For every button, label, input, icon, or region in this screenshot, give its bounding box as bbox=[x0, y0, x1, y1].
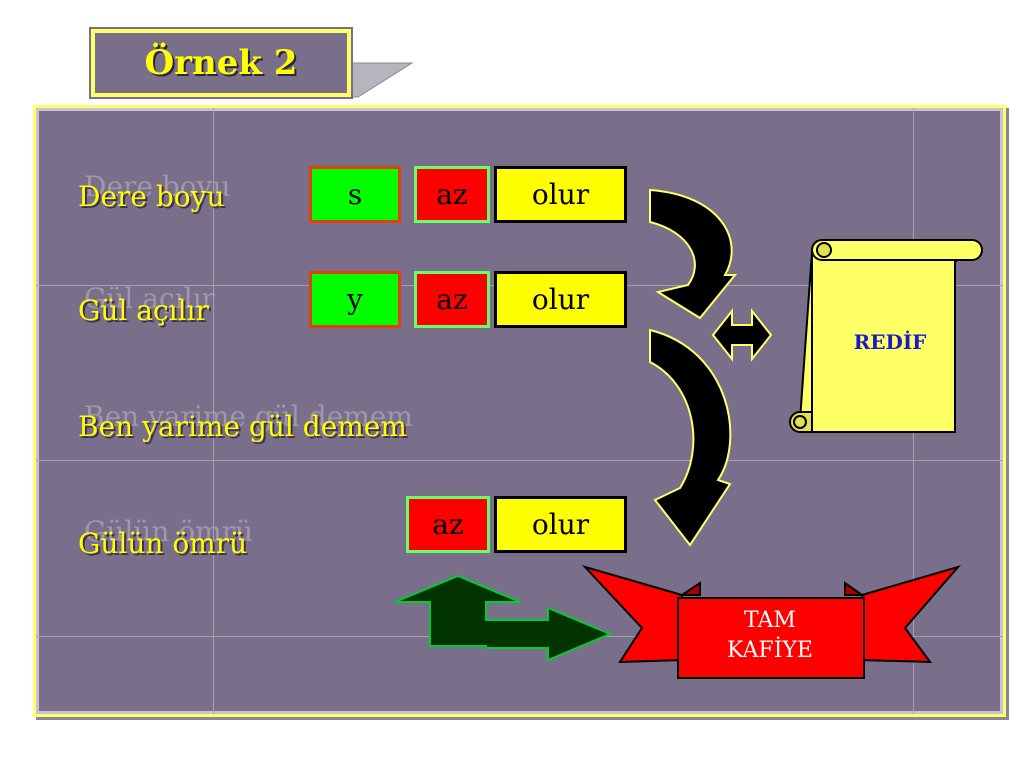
verse-ghost: Gülün ömrü bbox=[84, 515, 254, 548]
curved-arrow-icon bbox=[649, 328, 732, 547]
letter-box: s bbox=[309, 166, 401, 223]
redif-scroll bbox=[789, 239, 983, 433]
rhyme-box: az bbox=[414, 166, 490, 223]
verse-ghost: Gül açılır bbox=[84, 282, 215, 315]
curved-arrow-icon bbox=[649, 188, 738, 320]
redif-box: olur bbox=[494, 166, 627, 223]
double-arrow-icon bbox=[711, 308, 773, 362]
title-tab: Örnek 2 bbox=[89, 27, 353, 99]
tam-kafiye-ribbon bbox=[581, 565, 961, 679]
verse-line: Dere boyu bbox=[78, 180, 225, 213]
grid-line bbox=[213, 108, 214, 714]
verse-ghost: Ben yarime gül demem bbox=[84, 400, 413, 433]
verse-line: Gül açılır bbox=[78, 294, 209, 327]
grid-line bbox=[36, 460, 1003, 461]
tam-kafiye-label: TAM KAFİYE bbox=[680, 606, 860, 666]
page-title: Örnek 2 bbox=[144, 43, 298, 83]
letter-box: y bbox=[309, 271, 401, 328]
rhyme-box: az bbox=[414, 271, 490, 328]
tam-label-line2: KAFİYE bbox=[727, 638, 813, 663]
redif-box: olur bbox=[494, 271, 627, 328]
verse-line: Ben yarime gül demem bbox=[78, 410, 407, 443]
verse-ghost: Dere boyu bbox=[84, 170, 231, 203]
redif-label: REDİF bbox=[853, 330, 927, 354]
tam-label-line1: TAM bbox=[744, 608, 796, 633]
redif-box: olur bbox=[494, 496, 627, 553]
verse-line: Gülün ömrü bbox=[78, 527, 248, 560]
rhyme-box: az bbox=[406, 496, 490, 553]
elbow-arrow-icon bbox=[394, 574, 613, 662]
